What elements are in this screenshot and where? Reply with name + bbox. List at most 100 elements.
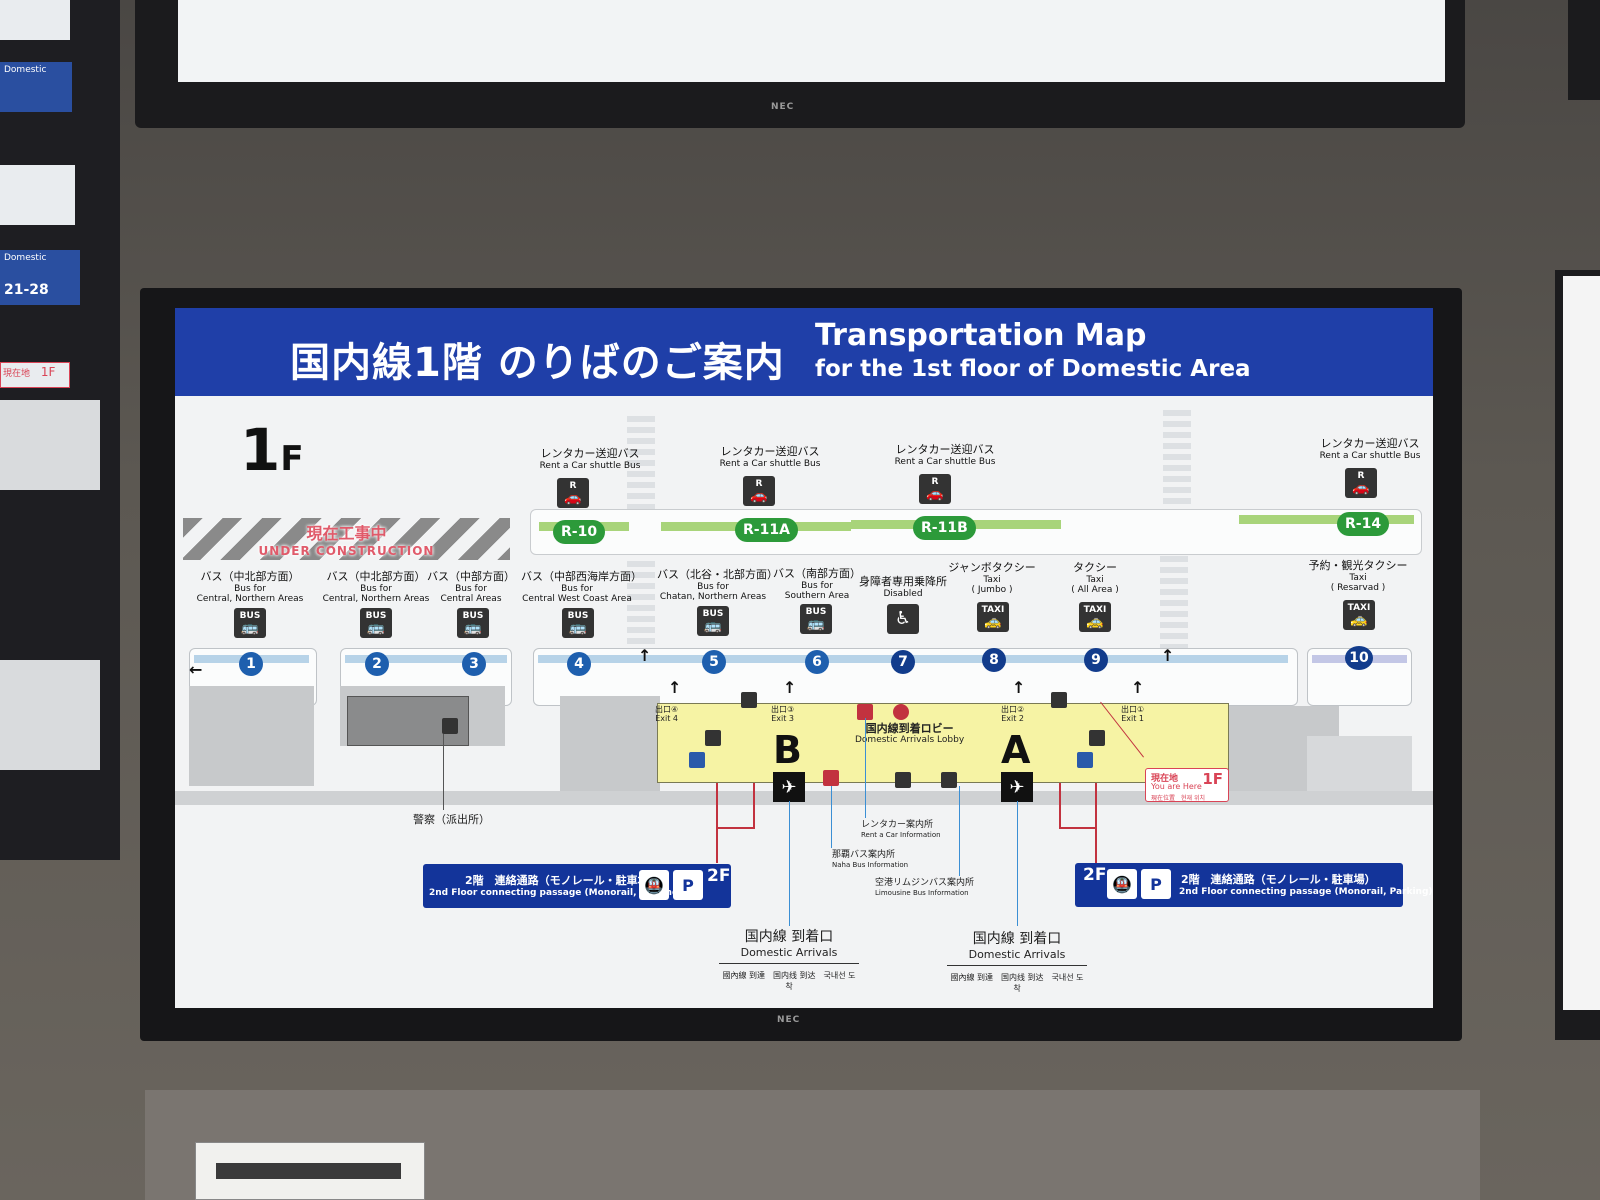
here-floor: 1F bbox=[1202, 770, 1223, 788]
exit-jp: 出口① bbox=[1121, 705, 1145, 714]
crosswalk bbox=[627, 561, 655, 649]
here-jp: 現在地 bbox=[1151, 774, 1179, 784]
arrivals-a-label: 国内線 到着口 Domestic Arrivals 國內線 到達 国内线 到达 … bbox=[947, 928, 1087, 994]
info-en: Naha Bus Information bbox=[832, 861, 909, 870]
stop-en: Taxi bbox=[983, 574, 1001, 585]
left-domestic-text: Domestic bbox=[4, 65, 47, 75]
floor-label: 1F bbox=[240, 416, 304, 484]
monorail-icon: 🚇 bbox=[639, 870, 669, 900]
right-monitor-edge bbox=[1555, 270, 1600, 1040]
taxi-icon-text: TAXI bbox=[1083, 604, 1107, 615]
arrivals-multi: 國內線 到達 国内线 到达 국내선 도착 bbox=[950, 973, 1084, 993]
escalator-icon bbox=[895, 772, 911, 788]
taxi-icon: TAXI🚕 bbox=[1343, 600, 1375, 630]
information-question-icon bbox=[893, 704, 909, 720]
stop-3-number: 3 bbox=[462, 652, 486, 676]
passage-link-line-right bbox=[1095, 783, 1097, 863]
arrivals-rule bbox=[719, 963, 859, 964]
bus-icon: BUS🚌 bbox=[457, 608, 489, 638]
wheelchair-icon: ♿ bbox=[887, 604, 919, 634]
bus-icon-text: BUS bbox=[702, 608, 724, 619]
restroom-icon bbox=[689, 752, 705, 768]
bus-icon: BUS🚌 bbox=[360, 608, 392, 638]
crosswalk bbox=[627, 416, 655, 511]
stop-1-label: バス（中北部方面） Bus for Central, Northern Area… bbox=[189, 570, 311, 604]
police-label: 警察（派出所） bbox=[413, 813, 490, 826]
rental-stop-r14-label: レンタカー送迎バス Rent a Car shuttle Bus bbox=[1305, 437, 1433, 461]
left-here-box: 現在地 1F bbox=[0, 362, 70, 388]
exit-en: Exit 4 bbox=[655, 713, 678, 723]
elevator-icon bbox=[941, 772, 957, 788]
left-range-text: 21-28 bbox=[4, 281, 49, 298]
rentacar-info-line bbox=[865, 718, 866, 818]
building-area bbox=[1307, 736, 1412, 796]
stop-en: Bus for bbox=[697, 581, 729, 592]
escalator-icon bbox=[1089, 730, 1105, 746]
main-monitor-brand: NEC bbox=[777, 1015, 801, 1025]
stop-jp: バス（中北部方面） bbox=[326, 570, 426, 583]
stop-en: Central, Northern Areas bbox=[322, 593, 430, 604]
bus-information-icon bbox=[823, 770, 839, 786]
stop-en: ( All Area ) bbox=[1071, 584, 1119, 595]
stop-5-number: 5 bbox=[702, 650, 726, 674]
exit-3-arrow-icon: ↑ bbox=[783, 678, 797, 697]
arrivals-jp: 国内線 到着口 bbox=[972, 931, 1062, 947]
building-area bbox=[560, 696, 660, 791]
passage-link-line-left bbox=[716, 827, 755, 829]
stop-jp: ジャンボタクシー bbox=[948, 561, 1036, 574]
left-map-block bbox=[0, 165, 75, 225]
passage-link-line-right bbox=[1059, 783, 1061, 828]
passage-jp: 2階 連絡通路（モノレール・駐車場） bbox=[465, 874, 660, 887]
here-multi: 現在位置 현재 위치 bbox=[1151, 795, 1205, 802]
rental-stop-jp: レンタカー送迎バス bbox=[1320, 437, 1420, 450]
taxi-icon: TAXI🚕 bbox=[1079, 602, 1111, 632]
parking-icon-text: P bbox=[682, 875, 694, 895]
construction-banner: 現在工事中 UNDER CONSTRUCTION bbox=[183, 518, 510, 560]
rental-car-icon: R🚗 bbox=[1345, 468, 1377, 498]
arrival-plane-icon: ✈ bbox=[1001, 772, 1033, 802]
stop-9-number: 9 bbox=[1084, 648, 1108, 672]
rental-stop-jp: レンタカー送迎バス bbox=[540, 447, 640, 460]
bus-icon: BUS🚌 bbox=[800, 604, 832, 634]
rental-stop-r10: R-10 bbox=[553, 520, 606, 544]
plaque-bar bbox=[216, 1163, 401, 1179]
taxi-icon-text: TAXI bbox=[1347, 602, 1371, 613]
stop-5-label: バス（北谷・北部方面） Bus for Chatan, Northern Are… bbox=[657, 568, 778, 602]
left-here-text: 現在地 bbox=[3, 369, 31, 379]
construction-jp: 現在工事中 bbox=[306, 524, 387, 543]
building-area bbox=[189, 686, 314, 786]
rental-stop-r11a: R-11A bbox=[735, 518, 798, 542]
gate-b-letter: B bbox=[773, 728, 802, 772]
exit-jp: 出口③ bbox=[771, 705, 795, 714]
info-en: Rent a Car Information bbox=[861, 831, 941, 840]
stop-2-label: バス（中北部方面） Bus for Central, Northern Area… bbox=[315, 570, 437, 604]
floor-map: 1F 現在工事中 UNDER CONSTRUCTION レンタカー送迎バス Re… bbox=[175, 396, 1433, 1008]
limousine-info-label: 空港リムジンバス案内所 Limousine Bus Information bbox=[875, 878, 974, 898]
stop-4-label: バス（中部西海岸方面） Bus for Central West Coast A… bbox=[521, 570, 642, 604]
arrival-plane-icon: ✈ bbox=[773, 772, 805, 802]
parking-icon: P bbox=[673, 870, 703, 900]
info-jp: 那覇バス案内所 bbox=[832, 850, 896, 860]
passage-link-line-left bbox=[753, 783, 755, 828]
escalator-icon bbox=[705, 730, 721, 746]
bus-icon-text: BUS bbox=[462, 610, 484, 621]
right-monitor-screen bbox=[1563, 276, 1600, 1010]
parking-icon: P bbox=[1141, 869, 1171, 899]
info-jp: 空港リムジンバス案内所 bbox=[875, 878, 975, 888]
arrivals-multi: 國內線 到達 国内线 到达 국내선 도착 bbox=[722, 971, 856, 991]
main-monitor: NEC 国内線1階 のりばのご案内 Transportation Map for… bbox=[140, 288, 1462, 1041]
stop-7-label: 身障者専用乗降所 Disabled bbox=[857, 575, 949, 599]
stop-6-number: 6 bbox=[805, 650, 829, 674]
left-map-block bbox=[0, 400, 100, 490]
stop-en: Taxi bbox=[1086, 574, 1104, 585]
map-header: 国内線1階 のりばのご案内 Transportation Map for the… bbox=[175, 308, 1433, 396]
passage-en: 2nd Floor connecting passage (Monorail, … bbox=[429, 888, 683, 898]
stop-jp: バス（中北部方面） bbox=[200, 570, 300, 583]
bus-icon: BUS🚌 bbox=[562, 608, 594, 638]
arrivals-en: Domestic Arrivals bbox=[740, 946, 838, 959]
parking-icon-text: P bbox=[1150, 874, 1162, 894]
stop-en: Central West Coast Area bbox=[522, 593, 632, 604]
